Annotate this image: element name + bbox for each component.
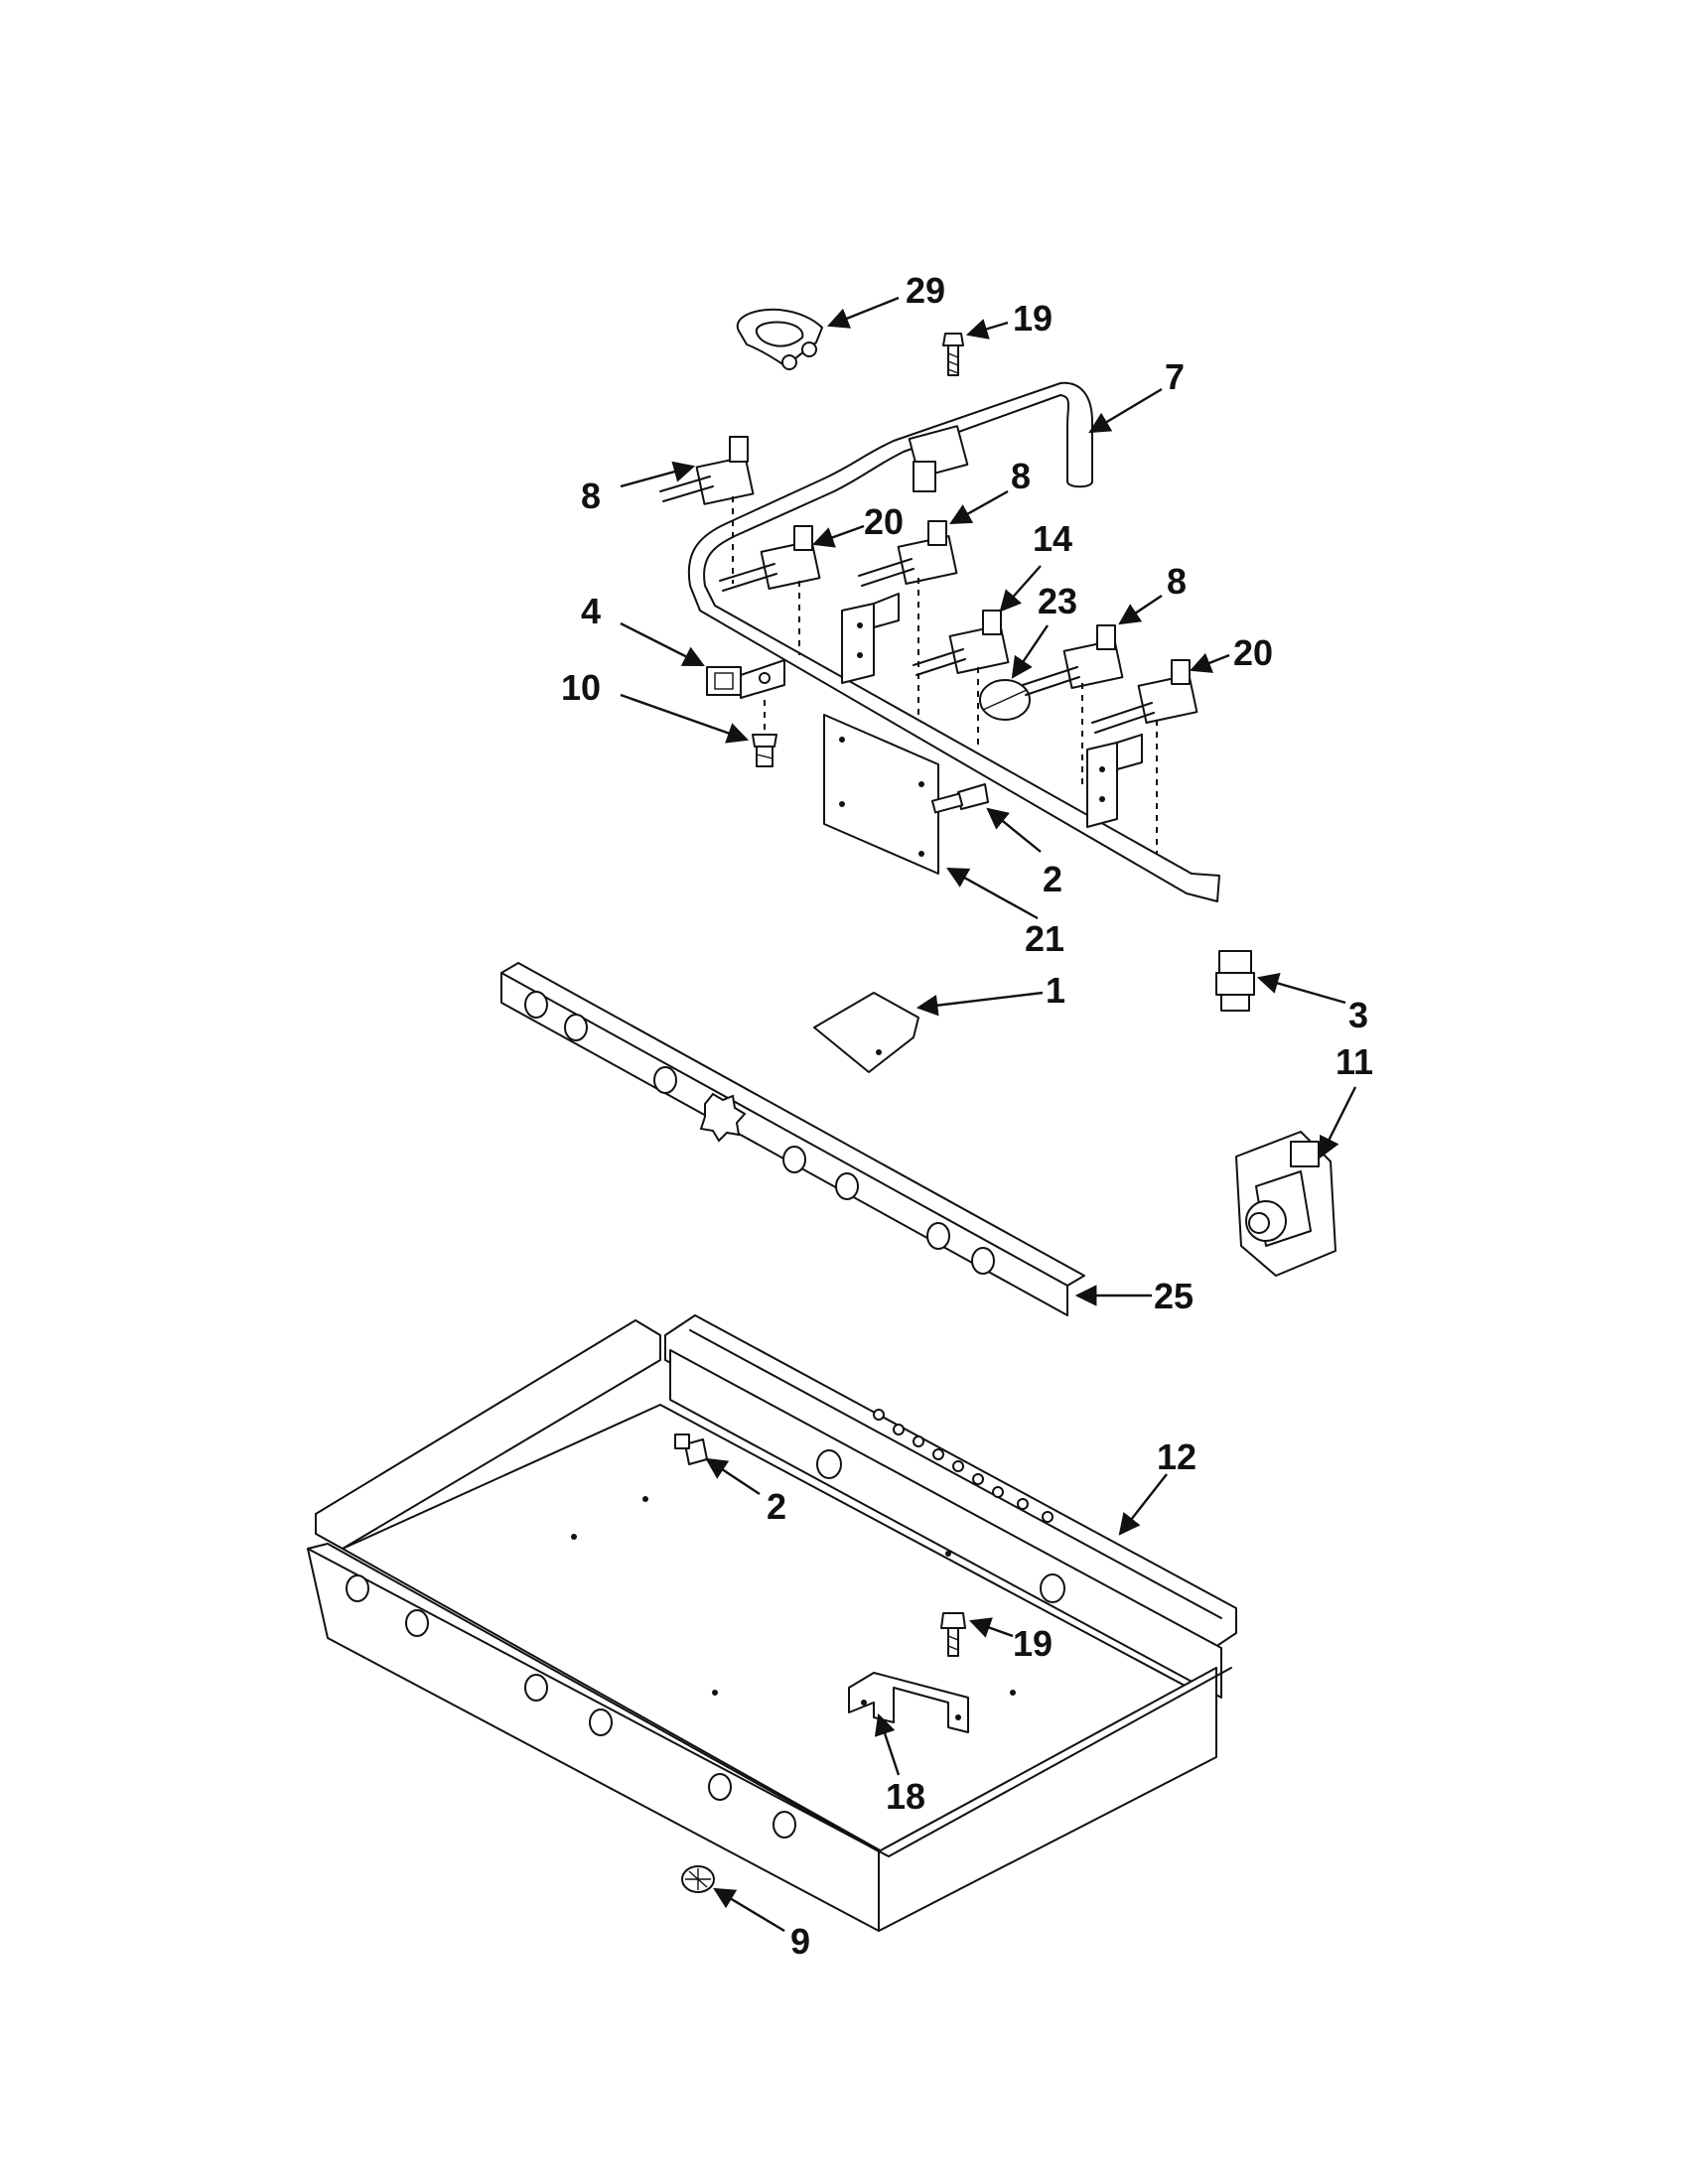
callout-20: 20 xyxy=(864,501,904,542)
leader-21 xyxy=(946,867,1039,920)
callout-7: 7 xyxy=(1165,356,1185,397)
leader-12 xyxy=(1118,1473,1168,1536)
screw-part-19-bottom xyxy=(940,1612,966,1657)
callout-2: 2 xyxy=(767,1486,786,1527)
leader-8c xyxy=(1118,595,1163,625)
callout-8: 8 xyxy=(581,476,601,516)
gasket-part-29 xyxy=(736,308,823,370)
callout-4: 4 xyxy=(581,591,601,631)
callout-2: 2 xyxy=(1043,859,1062,899)
screw-part-10 xyxy=(752,700,777,767)
valve-part-8-middle xyxy=(858,520,958,720)
fitting-part-3 xyxy=(1215,950,1255,1012)
callout-9: 9 xyxy=(790,1921,810,1962)
leader-8b xyxy=(949,489,1009,525)
panel-strip-part-25 xyxy=(500,962,1085,1316)
leader-20a xyxy=(811,524,865,548)
leader-20b xyxy=(1189,652,1230,673)
callout-10: 10 xyxy=(561,667,601,708)
callout-12: 12 xyxy=(1157,1436,1196,1477)
callout-19: 19 xyxy=(1013,298,1053,339)
callout-11: 11 xyxy=(1336,1041,1373,1082)
leader-23 xyxy=(1011,624,1049,679)
callout-25: 25 xyxy=(1154,1276,1194,1316)
callout-29: 29 xyxy=(906,270,945,311)
callout-14: 14 xyxy=(1033,518,1072,559)
switch-part-4 xyxy=(706,659,785,699)
leader-14 xyxy=(999,565,1042,613)
valve-part-8-left xyxy=(659,436,755,584)
callout-19: 19 xyxy=(1013,1623,1053,1664)
leader-7 xyxy=(1088,387,1163,434)
leader-18 xyxy=(874,1712,901,1776)
leader-19b xyxy=(968,1617,1014,1638)
leader-19a xyxy=(965,319,1009,340)
leader-8a xyxy=(620,461,696,488)
callout-1: 1 xyxy=(1046,970,1065,1011)
callout-8: 8 xyxy=(1167,561,1187,602)
leader-29 xyxy=(826,296,900,329)
bracket-right xyxy=(1086,734,1143,828)
leader-11 xyxy=(1319,1086,1357,1159)
leader-1 xyxy=(915,991,1044,1017)
leader-2a xyxy=(986,807,1042,853)
base-tray-part-12 xyxy=(307,1314,1237,1932)
callout-21: 21 xyxy=(1025,918,1064,959)
leader-9 xyxy=(713,1887,785,1933)
foot-part-9 xyxy=(681,1865,715,1893)
disc-part-23 xyxy=(979,679,1031,721)
leader-10 xyxy=(620,693,750,744)
leader-3 xyxy=(1256,972,1346,1005)
regulator-part-11 xyxy=(1235,1131,1336,1277)
callout-23: 23 xyxy=(1038,581,1077,621)
shield-part-1 xyxy=(813,992,919,1073)
callout-3: 3 xyxy=(1348,995,1368,1035)
valve-part-14 xyxy=(913,610,1010,750)
valve-part-8-right xyxy=(1022,624,1124,784)
bracket-middle xyxy=(841,593,900,684)
cover-plate-part-21 xyxy=(823,714,939,875)
callout-labels: 29 19 7 8 8 20 14 23 8 20 4 10 2 21 1 3 … xyxy=(561,270,1373,1962)
callout-8: 8 xyxy=(1011,456,1031,496)
callout-18: 18 xyxy=(886,1776,925,1817)
screw-part-19-top xyxy=(942,333,964,376)
leader-lines xyxy=(620,296,1357,1933)
manifold-pipe-part-7 xyxy=(687,381,1220,902)
callout-20: 20 xyxy=(1233,632,1273,673)
screw-part-2-mid xyxy=(930,783,989,814)
leader-2b xyxy=(705,1457,761,1496)
leader-4 xyxy=(620,621,705,667)
